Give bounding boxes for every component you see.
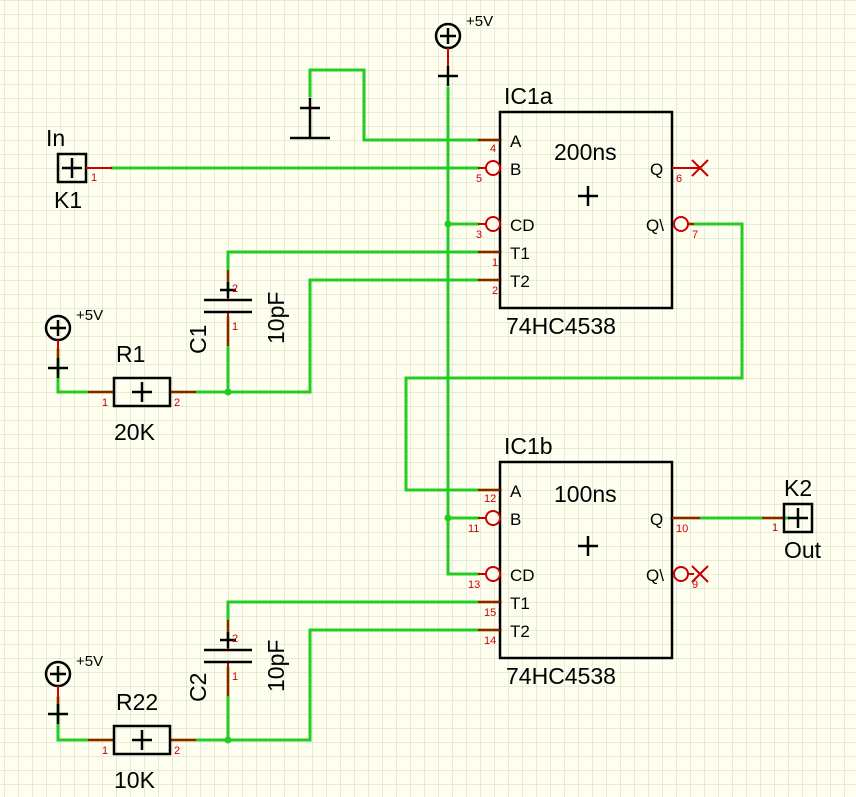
k1-ref: K1: [54, 187, 82, 213]
ic1b-pin-t2-label: T2: [510, 622, 530, 641]
ic1a-pin-cd-num: 3: [476, 229, 482, 241]
junction-dot: [224, 388, 232, 396]
resistor-r1[interactable]: R1 1 2 20K: [88, 341, 196, 445]
c1-pin2: 2: [232, 283, 238, 295]
k2-pin-number: 1: [772, 522, 778, 534]
ic1b-pin-cd-label: CD: [510, 566, 535, 585]
resistor-r22[interactable]: R22 1 2 10K: [88, 689, 196, 793]
ic1a-pin-t1-num: 1: [492, 257, 498, 269]
ic1a-pin-q-num: 6: [676, 173, 682, 185]
ground-symbol: [290, 98, 330, 140]
ic1b-ref: IC1b: [504, 433, 553, 459]
r22-value: 10K: [114, 767, 156, 793]
ic1a-pin-b-num: 5: [476, 173, 482, 185]
junction-dot: [444, 220, 452, 228]
ic1a-pin-q-label: Q: [650, 160, 663, 179]
ic1a-pin-cd-label: CD: [510, 216, 535, 235]
connector-k1[interactable]: In 1 K1: [46, 125, 112, 213]
r22-pin2: 2: [174, 745, 180, 757]
k1-label: In: [46, 125, 65, 151]
junction-dot: [224, 736, 232, 744]
ic1a-part: 74HC4538: [506, 313, 616, 339]
junction-dot: [444, 514, 452, 522]
ic1a-pin-qn-num: 7: [692, 229, 698, 241]
ic1a-pin-t1-label: T1: [510, 244, 530, 263]
ic1b-pin-a-label: A: [510, 482, 522, 501]
ic1b-pin-a-num: 12: [484, 493, 496, 505]
capacitor-c1[interactable]: 2 1 C1 10pF: [185, 270, 289, 354]
vcc-label: +5V: [466, 13, 493, 30]
ic1a-t2-wire: [170, 278, 502, 394]
k2-ref: K2: [784, 475, 812, 501]
ic1b-pin-q-num: 10: [676, 523, 688, 535]
ic1b-pin-qn-num: 9: [692, 579, 698, 591]
ic1a-ref: IC1a: [504, 83, 553, 109]
ic1a-timing: 200ns: [554, 139, 617, 165]
wires: [56, 68, 790, 744]
c1-pin1: 1: [232, 321, 238, 333]
r1-value: 20K: [114, 419, 156, 445]
ic1b-pin-cd-num: 13: [468, 579, 480, 591]
ic1b-pin-qn-label: Q\: [646, 566, 664, 585]
qn-to-a-wire: [404, 222, 744, 492]
ic1b-body: [498, 460, 674, 660]
ic1a-pin-a-label: A: [510, 132, 522, 151]
ic1b-chip[interactable]: IC1b 100ns 74HC4538 12 A 11 B 13 CD 15 T…: [468, 433, 709, 689]
vcc-bus-wire: [446, 86, 480, 576]
c1-value: 10pF: [263, 292, 289, 344]
r1-pin1: 1: [102, 397, 108, 409]
r22-pin1: 1: [102, 745, 108, 757]
vcc-symbol-r22: +5V: [44, 653, 103, 724]
ic1b-pin-t1-label: T1: [510, 594, 530, 613]
ic1a-chip[interactable]: IC1a 200ns 74HC4538 4 A 5 B 3 CD 1 T1 2 …: [476, 83, 709, 339]
vcc-label: +5V: [76, 307, 103, 324]
c2-pin1: 1: [232, 671, 238, 683]
ic1b-pin-t1-num: 15: [484, 607, 496, 619]
ic1a-a-ground-wire: [308, 68, 502, 142]
ic1a-body: [498, 110, 674, 310]
c1-ref: C1: [185, 325, 211, 354]
capacitor-c2[interactable]: 2 1 C2 10pF: [185, 620, 289, 702]
vcc-symbol-r1: +5V: [44, 307, 103, 378]
ic1a-pin-a-num: 4: [490, 143, 496, 155]
c2-pin2: 2: [232, 633, 238, 645]
vcc-label: +5V: [76, 653, 103, 670]
ic1b-part: 74HC4538: [506, 663, 616, 689]
connector-k2[interactable]: K2 1 Out: [762, 475, 822, 563]
r1-pin2: 2: [174, 397, 180, 409]
c2-ref: C2: [185, 673, 211, 702]
ic1a-pin-t2-label: T2: [510, 272, 530, 291]
vcc-symbol-top: +5V: [434, 13, 493, 86]
k2-label: Out: [784, 537, 822, 563]
r1-ref: R1: [116, 341, 145, 367]
k1-pin-number: 1: [91, 172, 97, 184]
ic1a-pin-t2-num: 2: [492, 285, 498, 297]
r22-ref: R22: [116, 689, 158, 715]
ic1b-pin-b-num: 11: [468, 523, 479, 535]
ic1b-pin-t2-num: 14: [484, 635, 496, 647]
ic1b-t2-wire: [170, 628, 502, 742]
ic1a-pin-qn-label: Q\: [646, 216, 664, 235]
c2-value: 10pF: [263, 640, 289, 692]
ic1a-pin-b-label: B: [510, 160, 521, 179]
ic1b-timing: 100ns: [554, 481, 617, 507]
ic1b-pin-b-label: B: [510, 510, 521, 529]
ic1b-pin-q-label: Q: [650, 510, 663, 529]
